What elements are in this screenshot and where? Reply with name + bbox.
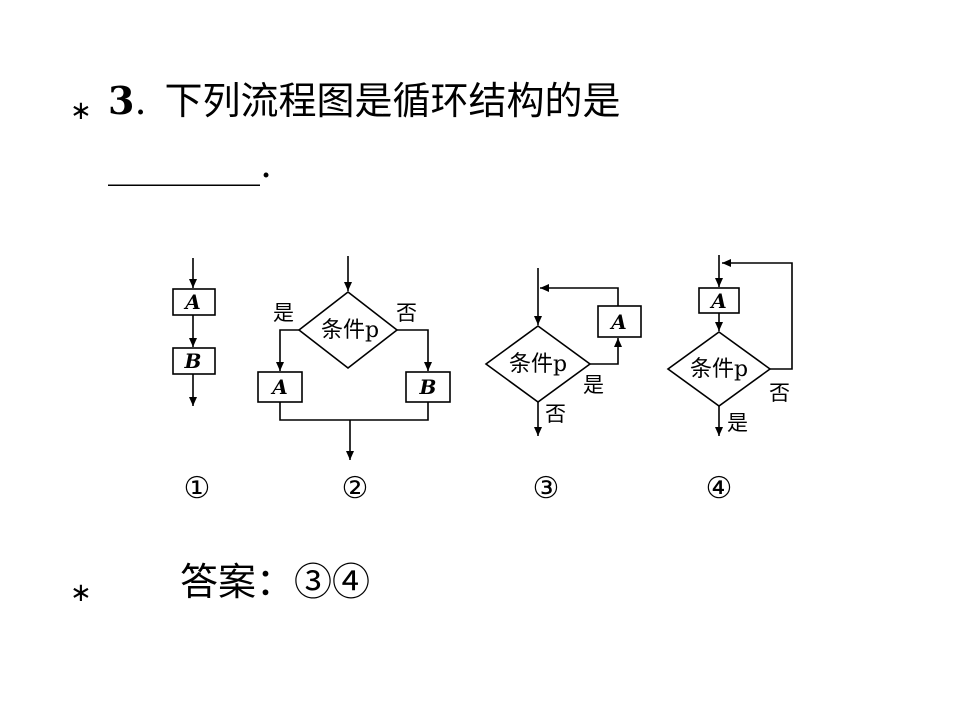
no-branch [397,329,432,371]
merge-line [279,402,429,421]
loop-back [540,284,619,306]
loop-back [722,259,793,370]
caption-4: ④ [706,471,733,506]
flowchart-2 [257,256,451,460]
yes-branch [590,338,622,365]
question-separator: . [134,79,147,123]
answer-bullet: ∗ [70,578,92,608]
question-body: 下列流程图是循环结构的是 [164,79,621,123]
blank-period: . [260,142,273,186]
box-a-label: A [609,310,627,334]
box-a [172,288,216,316]
caption-1: ① [184,471,211,506]
flowchart-4 [666,255,793,436]
flowchart-1 [172,258,216,406]
question-number: 3 [108,78,135,123]
no-label: 否 [545,402,566,426]
caption-3: ③ [533,471,560,506]
condition-label: 条件p [509,352,567,377]
condition-diamond [297,290,399,370]
condition-label: 条件p [321,318,379,343]
box-a-label: A [270,375,288,399]
answer-text: 答案：③④ [180,560,371,604]
flowchart-3 [484,268,642,436]
yes-label: 是 [273,301,294,325]
no-label: 否 [769,381,790,405]
blank-underscores: ________ [108,142,260,186]
caption-2: ② [342,471,369,506]
box-b-label: B [419,375,437,399]
box-a-label: A [709,289,727,313]
yes-branch [276,329,299,371]
box-b-label: B [184,349,202,373]
box-a [597,305,642,338]
answer-label: 答案： [180,560,295,604]
yes-label: 是 [583,373,604,397]
condition-label: 条件p [690,357,748,382]
box-b [172,347,216,375]
answer-value: ③④ [294,560,371,604]
box-a-label: A [183,290,201,314]
yes-label: 是 [727,411,748,435]
question-bullet: ∗ [70,96,92,126]
no-label: 否 [396,301,417,325]
answer-blank: ________. [108,142,273,186]
question-text: 3. 下列流程图是循环结构的是 [108,80,621,123]
